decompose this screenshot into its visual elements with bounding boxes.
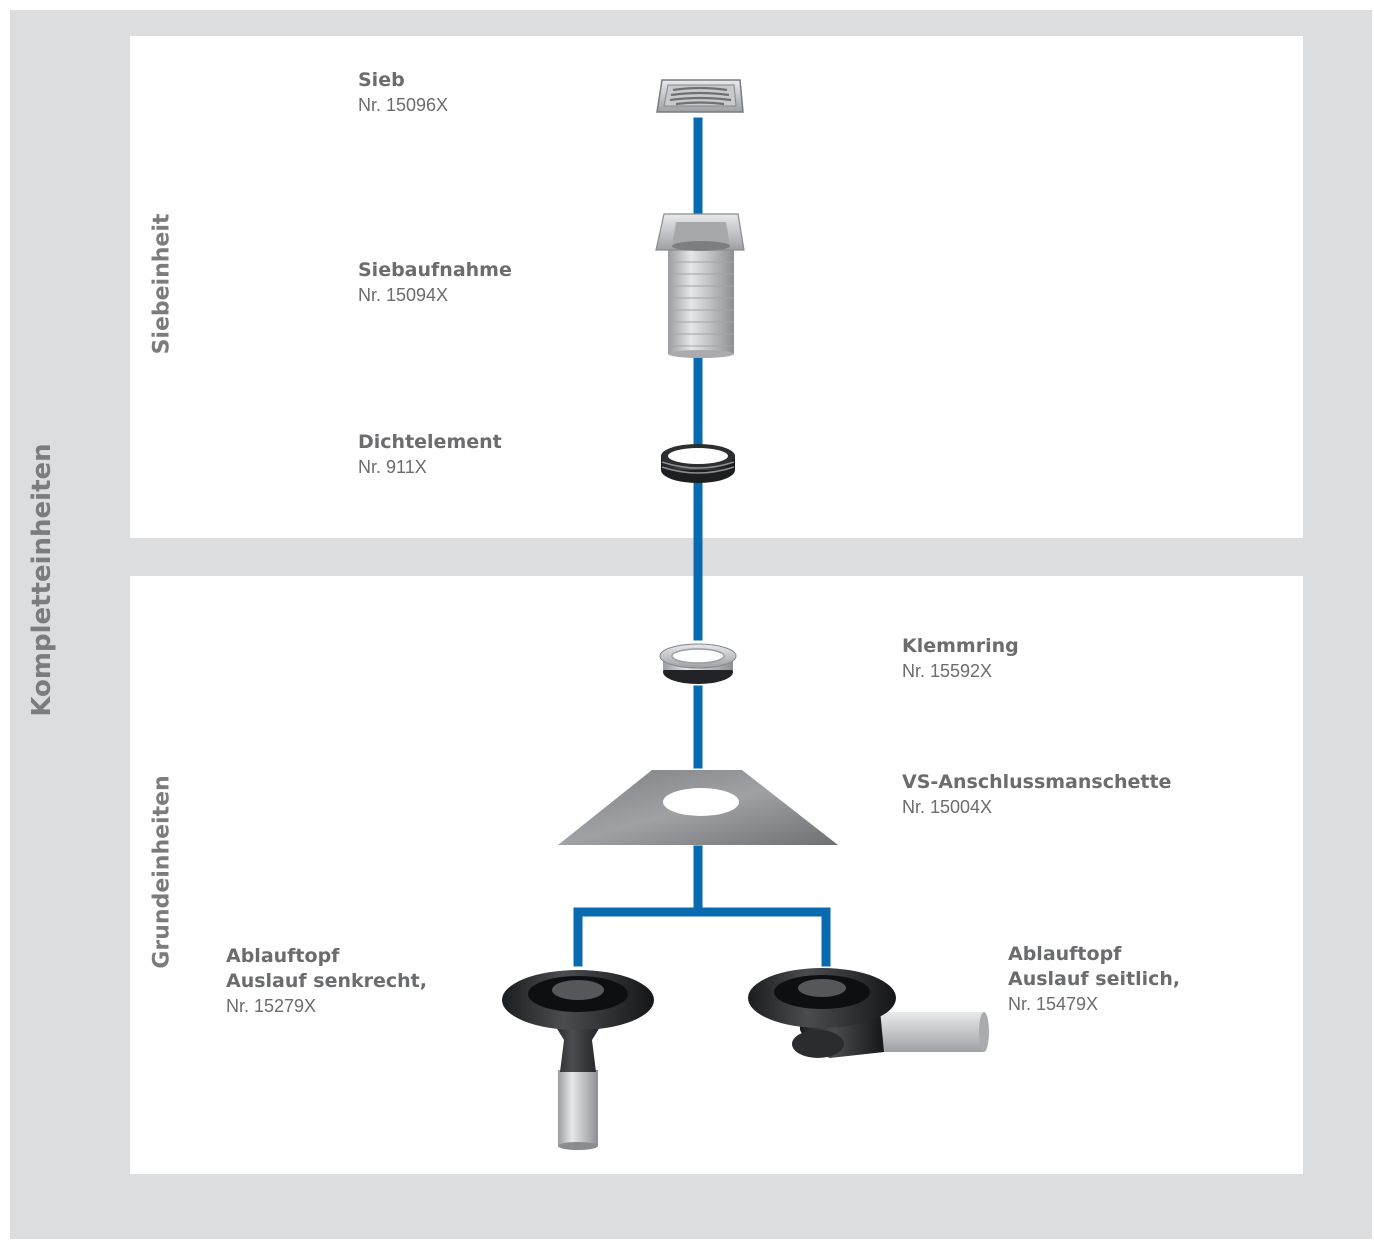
connector-branch [573, 907, 831, 967]
part-name: Dichtelement [358, 431, 502, 453]
part-number: Nr. 15479X [1008, 994, 1099, 1014]
vs-anschlussmanschette-label: VS-Anschlussmanschette Nr. 15004X [902, 770, 1171, 820]
ablauftopf-seitlich-image [748, 968, 989, 1058]
part-name: VS-Anschlussmanschette [902, 771, 1172, 793]
siebaufnahme-label: Siebaufnahme Nr. 15094X [358, 258, 512, 308]
part-name: Klemmring [902, 635, 1019, 657]
part-name-line2: Auslauf seitlich, [1008, 968, 1181, 990]
part-name: Ablauftopf [226, 945, 340, 967]
part-name-line2: Auslauf senkrecht, [226, 970, 427, 992]
connector-lines [573, 117, 831, 967]
part-name: Siebaufnahme [358, 259, 512, 281]
dichtelement-image [661, 444, 735, 483]
vs-anschlussmanschette-image [558, 770, 838, 845]
part-number: Nr. 911X [358, 457, 427, 477]
sieb-image [656, 79, 744, 113]
ablauftopf-senkrecht-label: Ablauftopf Auslauf senkrecht, Nr. 15279X [226, 944, 427, 1019]
part-number: Nr. 15094X [358, 285, 449, 305]
part-number: Nr. 15004X [902, 797, 993, 817]
sieb-label: Sieb Nr. 15096X [358, 68, 448, 118]
part-name: Ablauftopf [1008, 943, 1122, 965]
part-name: Sieb [358, 69, 405, 91]
ablauftopf-seitlich-label: Ablauftopf Auslauf seitlich, Nr. 15479X [1008, 942, 1180, 1017]
siebaufnahme-image [655, 213, 745, 358]
part-number: Nr. 15279X [226, 996, 317, 1016]
part-number: Nr. 15096X [358, 95, 449, 115]
part-number: Nr. 15592X [902, 661, 993, 681]
klemmring-label: Klemmring Nr. 15592X [902, 634, 1019, 684]
dichtelement-label: Dichtelement Nr. 911X [358, 430, 502, 480]
ablauftopf-senkrecht-image [502, 970, 654, 1150]
klemmring-image [659, 643, 737, 684]
